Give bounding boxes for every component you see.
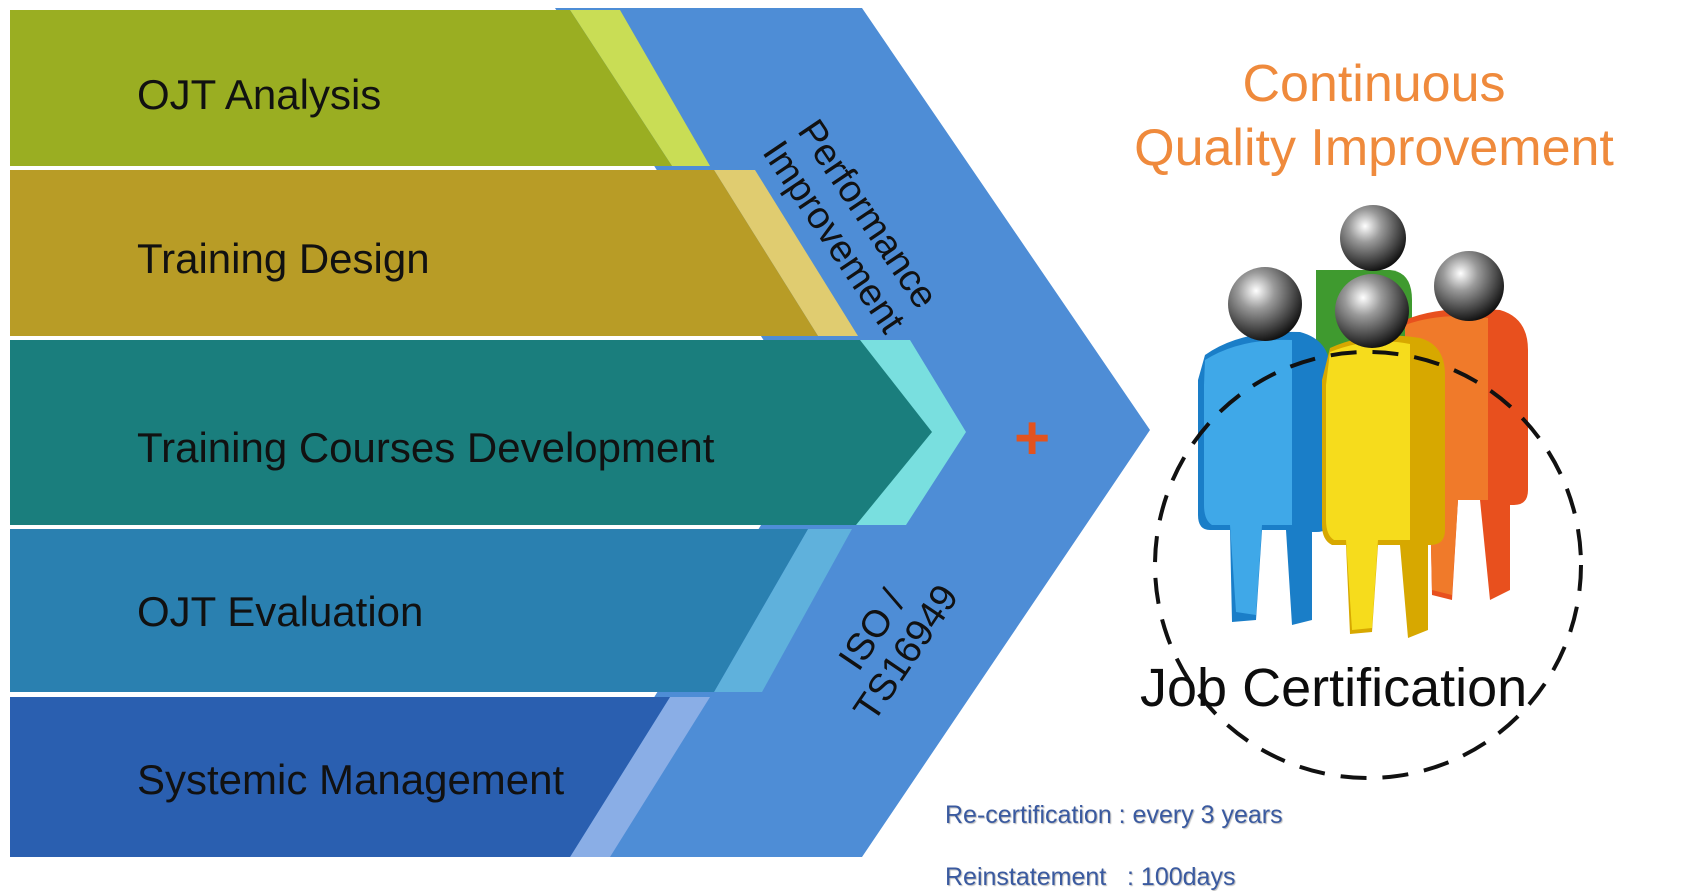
reinstatement-note: Reinstatement : 100days [945, 863, 1236, 891]
stage-label-ojt-evaluation: OJT Evaluation [137, 588, 424, 635]
title-line-1: Continuous [1242, 55, 1506, 113]
job-certification-circle [1153, 350, 1583, 780]
stage-label-systemic-management: Systemic Management [137, 756, 565, 803]
plus-icon: + [1014, 404, 1051, 473]
stage-label-training-design: Training Design [137, 235, 430, 282]
stage-bar-3 [10, 340, 966, 525]
stage-bar-1 [10, 10, 710, 166]
stage-bar-5 [10, 697, 710, 857]
stage-label-training-courses-development: Training Courses Development [137, 424, 715, 471]
stage-label-ojt-analysis: OJT Analysis [137, 71, 382, 118]
recertification-note: Re-certification : every 3 years [945, 801, 1283, 829]
job-certification-label: Job Certification [1140, 658, 1528, 718]
stage-bar-4 [10, 529, 852, 692]
title-line-2: Quality Improvement [1134, 119, 1614, 177]
stage-bar-2 [10, 170, 858, 336]
page-title: Continuous Quality Improvement [1064, 52, 1684, 180]
people-group-icon [1198, 205, 1528, 638]
